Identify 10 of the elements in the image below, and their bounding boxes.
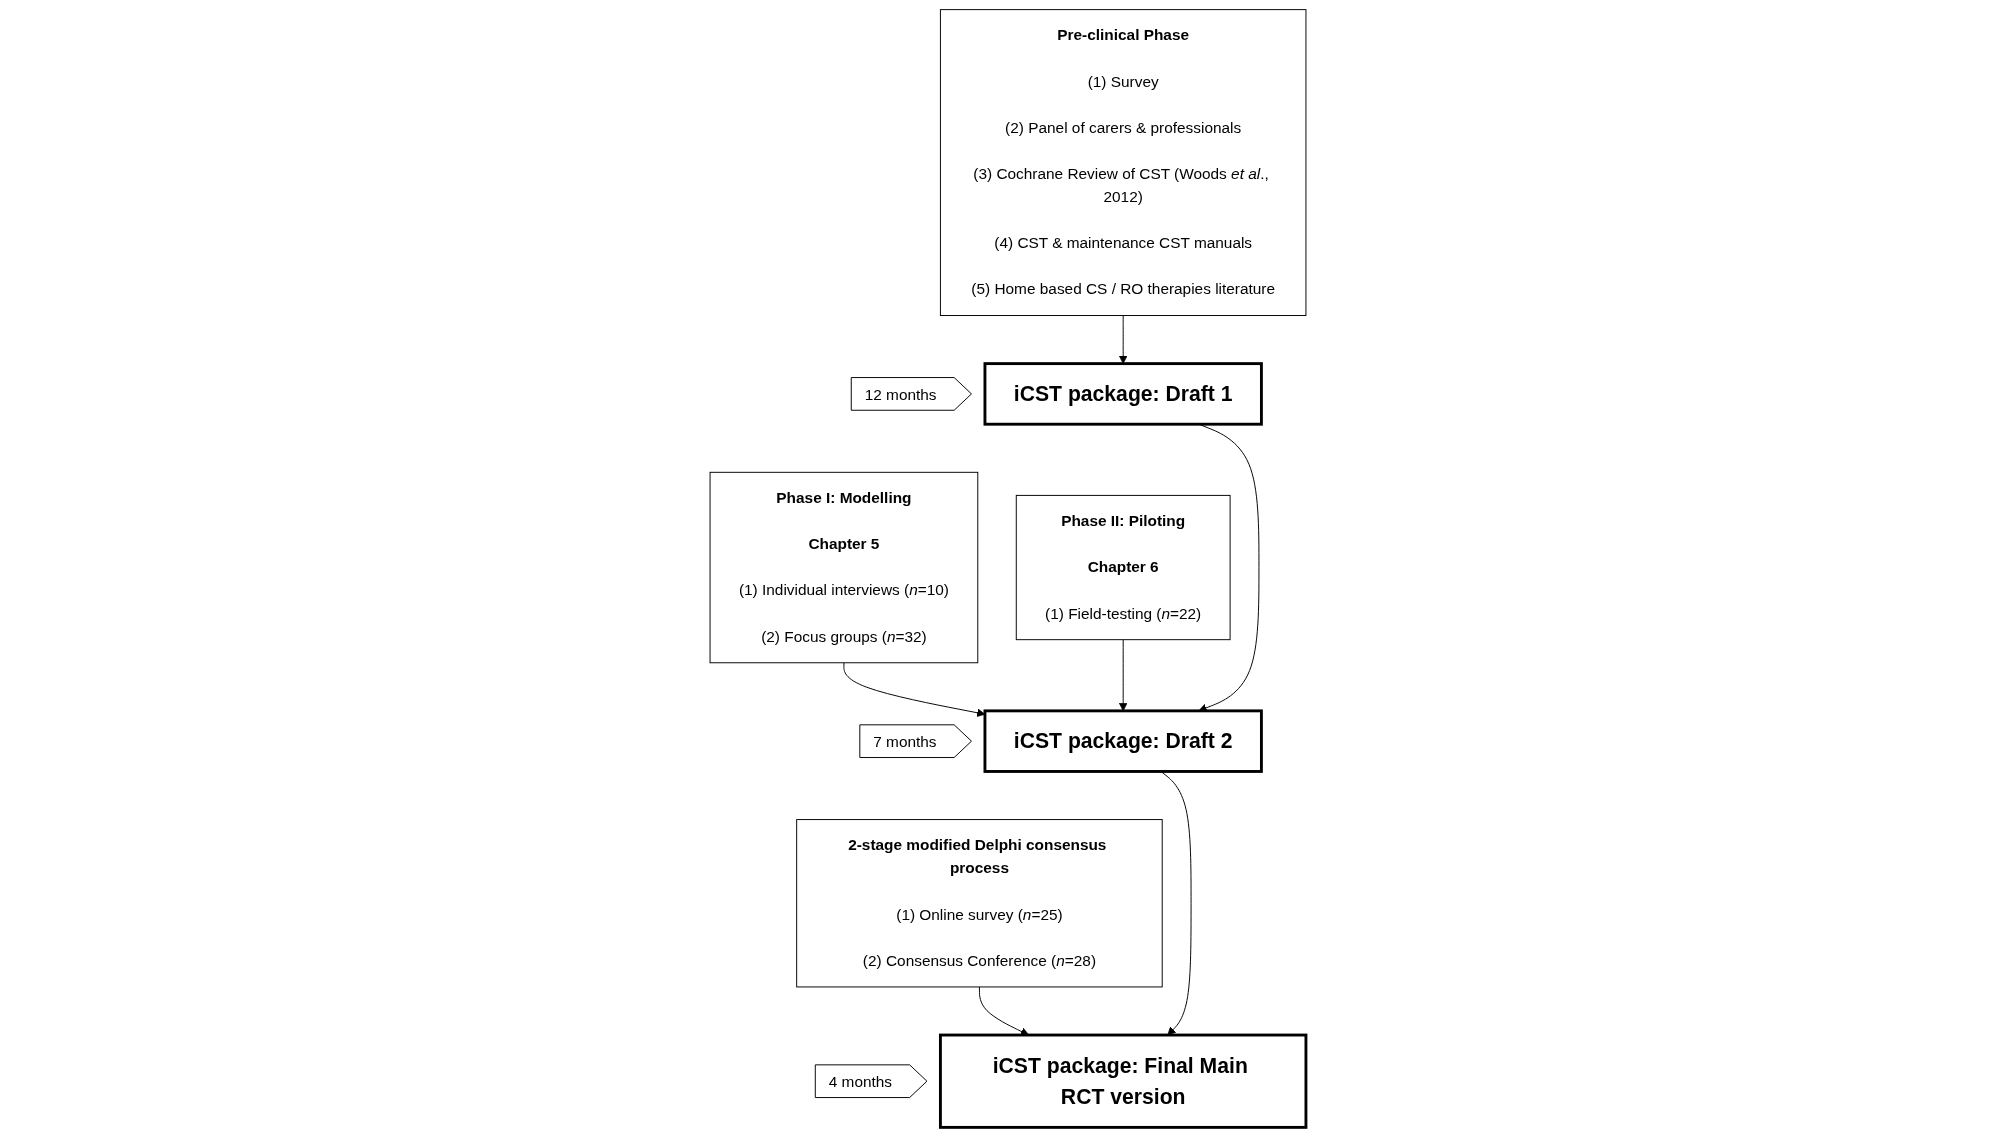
node-box: Pre-clinical Phase (1) Survey (2) Panel of carers & professionals (3) Cochrane Review of CST (Woods et al., 2012) (4) CST & maintenance CST manuals (5) Home based CS / RO therapies literature: [939, 9, 1307, 316]
node-box: Phase II: Piloting Chapter 6 (1) Field-testing (n=22): [1015, 494, 1231, 641]
node-box: Phase I: Modelling Chapter 5 (1) Individual interviews (n=10) (2) Focus groups (n=32): [709, 471, 979, 664]
duration-tag: 7 months: [859, 724, 972, 758]
duration-tag: 12 months: [850, 377, 972, 411]
node-box: 2-stage modified Delphi consensus process (1) Online survey (n=25) (2) Consensus Conference (n=28): [796, 819, 1163, 988]
node-box: iCST package: Draft 2: [983, 709, 1263, 773]
node-box: iCST package: Draft 1: [983, 362, 1263, 426]
node-box: iCST package: Final Main RCT version: [938, 1033, 1308, 1129]
duration-tag: 4 months: [814, 1064, 928, 1099]
